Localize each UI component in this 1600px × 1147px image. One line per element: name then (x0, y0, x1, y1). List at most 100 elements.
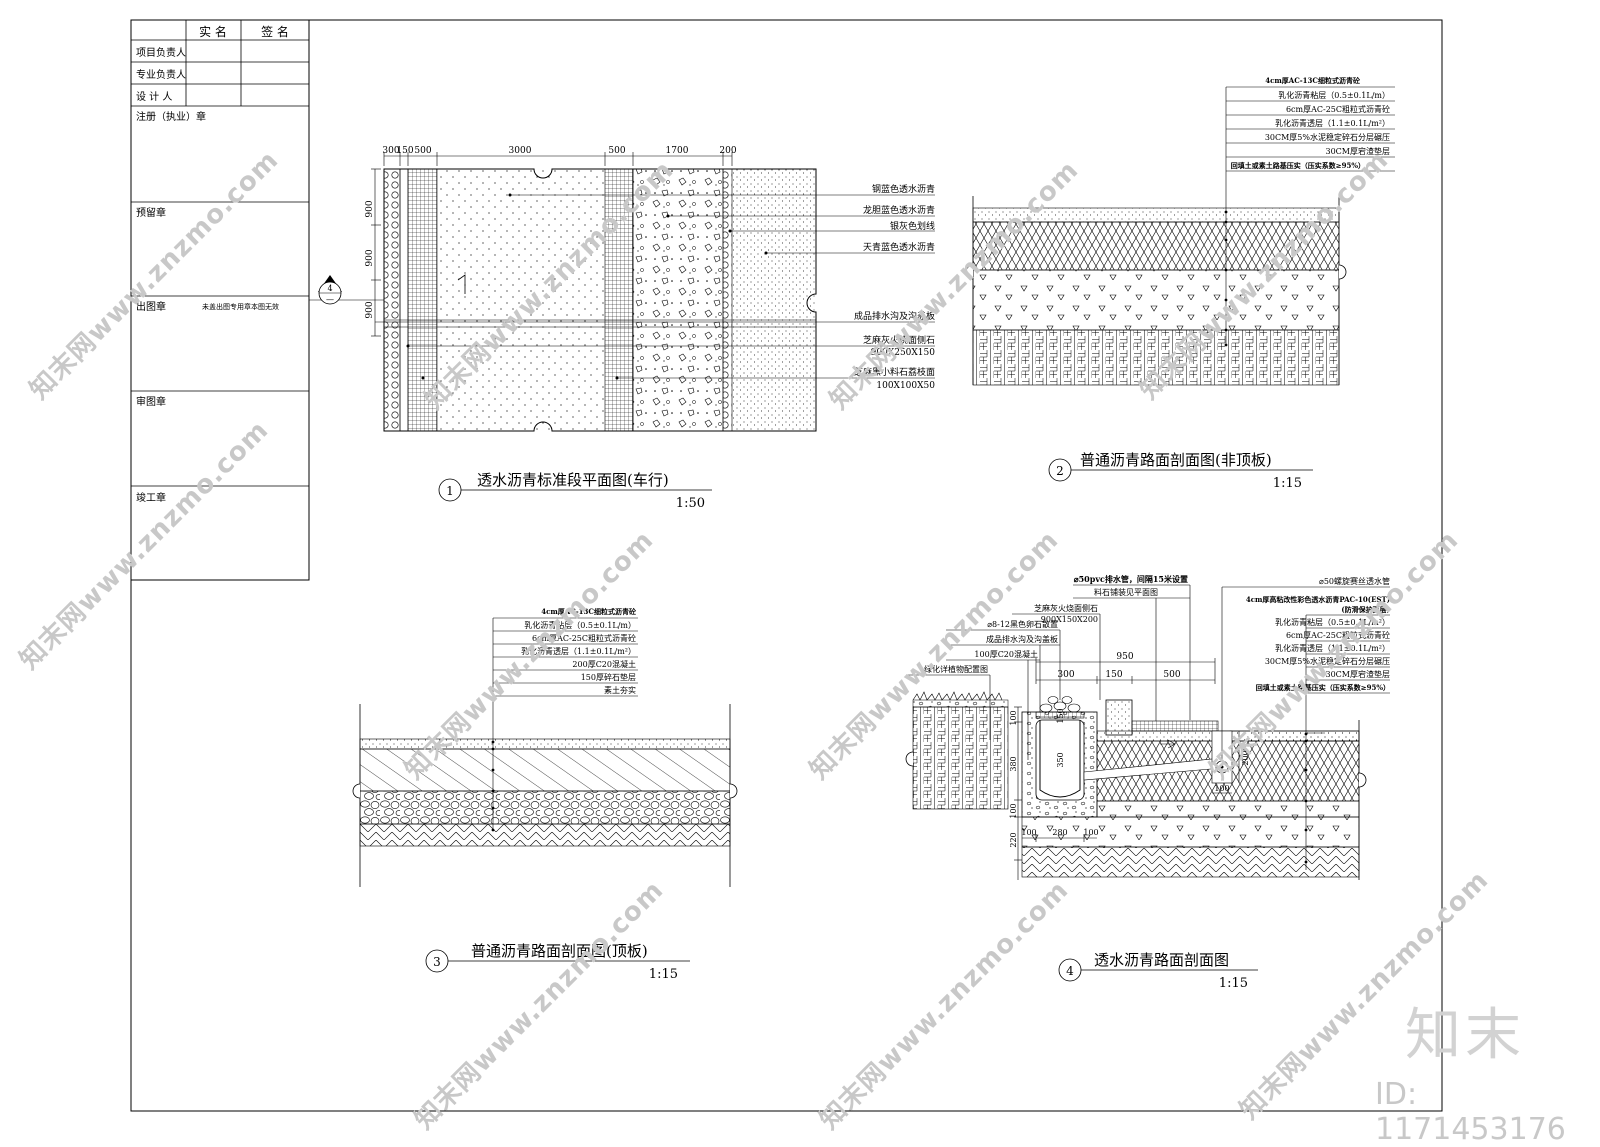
plan-callout-stone: 芝麻黑小料石荔枝面 (854, 366, 935, 378)
sec4-rlabel-ac25: 6cm厚AC-25C粗粒式沥青砼 (1286, 630, 1390, 640)
sec4-rlabel-pac: 4cm厚高粘改性彩色透水沥青PAC-10(EST) (1246, 595, 1390, 604)
plan-dim-1700: 1700 (666, 146, 689, 156)
title-block: 实 名 签 名 项目负责人 专业负责人 设 计 人 注册（执业）章 预留章 出图… (130, 19, 310, 581)
stamp-reserved-label: 预留章 (136, 206, 166, 219)
plan-callout-silver-line: 银灰色划线 (890, 220, 935, 232)
sec2-title: 普通沥青路面剖面图(非顶板) (1080, 451, 1272, 469)
sec4-scale: 1:15 (1219, 976, 1248, 991)
sec2-label-5: 30CM厚5%水泥稳定碎石分层碾压 (1265, 132, 1390, 142)
drain-channel-u-shape (1039, 720, 1081, 798)
plan-side-dim-3: 900 (365, 301, 375, 318)
sec4-dim-pipe-100: 100 (1214, 784, 1229, 793)
watermark-logo: 知末 (1405, 1003, 1525, 1068)
plan-side-dim-1: 900 (365, 200, 375, 217)
section-4: 950 300 150 500 100 380 100 220 150 350 … (905, 574, 1391, 991)
plan-callout-curb: 芝麻灰火烧面侧石 (863, 334, 935, 346)
sec2-label-4: 乳化沥青透层（1.1±0.1L/m²） (1275, 118, 1390, 128)
plan-dim-3000: 3000 (509, 146, 532, 156)
sec2-label-3: 6cm厚AC-25C粗粒式沥青砼 (1286, 104, 1390, 114)
stamp-complete-label: 竣工章 (136, 491, 166, 504)
sec4-label-curb: 芝麻灰火烧面侧石 (1034, 603, 1098, 613)
sec4-dim-bottom-100-a: 100 (1021, 828, 1036, 837)
sec2-number: 2 (1056, 464, 1064, 478)
plan-fine-dots (732, 169, 816, 431)
plan-scale: 1:50 (676, 496, 705, 511)
title-block-row-discipline-lead: 专业负责人 (136, 68, 186, 81)
title-block-row-project-lead: 项目负责人 (136, 46, 186, 59)
sec3-number: 3 (433, 955, 441, 969)
sec4-dim-300: 300 (1057, 670, 1074, 680)
sec4-dim-bottom-280: 280 (1052, 828, 1067, 837)
plan-view: 300 150 500 3000 500 1700 200 900 900 90… (309, 146, 935, 511)
plan-callout-steel-blue: 钢蓝色透水沥青 (872, 183, 935, 195)
sec4-dim-950: 950 (1116, 652, 1133, 662)
sec4-dim-left-100-a: 100 (1009, 710, 1018, 725)
sec4-dim-left-100-b: 100 (1009, 803, 1018, 818)
sec2-label-6: 30CM厚宕渣垫层 (1326, 146, 1391, 156)
sec3-title: 普通沥青路面剖面图(顶板) (471, 942, 648, 960)
sec4-rlabel-prime: 乳化沥青透层（1.1±0.1L/m²） (1275, 643, 1390, 653)
sec4-rlabel-perm-pipe: ⌀50螺旋赛丝透水管 (1319, 576, 1390, 586)
plan-grid-band-right (604, 168, 634, 432)
sec4-title: 透水沥青路面剖面图 (1094, 951, 1229, 969)
sec3-label-1: 4cm厚AC-13C细粒式沥青砼 (541, 607, 637, 616)
sec4-rlabel-base: 30CM厚5%水泥稳定碎石分层碾压 (1265, 656, 1390, 666)
sec4-label-concrete: 100厚C20混凝土 (974, 649, 1038, 659)
sec4-dim-inner-350: 350 (1056, 752, 1065, 767)
sec3-label-2: 乳化沥青粘层（0.5±0.1L/m） (524, 620, 636, 630)
plan-callout-gentian-blue: 龙胆蓝色透水沥青 (863, 204, 935, 216)
stamp-issue-label: 出图章 (136, 300, 166, 313)
section-2: 4cm厚AC-13C细粒式沥青砼 乳化沥青粘层（0.5±0.1L/m） 6cm厚… (965, 76, 1395, 491)
sec4-rlabel-subbase: 30CM厚宕渣垫层 (1326, 669, 1391, 679)
plan-edge-circles-band (383, 168, 401, 432)
sec4-label-curb-size: 900X150X200 (1041, 615, 1098, 624)
plan-dim-300: 300 (382, 146, 399, 156)
plan-grid-band-left (407, 168, 438, 432)
plan-circles-band-right (722, 168, 733, 432)
sec4-dim-500: 500 (1163, 670, 1180, 680)
sec4-label-pebbles: ⌀8-12黑色卵石散置 (987, 619, 1058, 629)
sec4-dim-inner-150: 150 (1056, 708, 1065, 723)
sec4-dim-left-220: 220 (1009, 832, 1018, 847)
title-block-col-name: 实 名 (199, 24, 227, 39)
sec4-rlabel-tack: 乳化沥青粘层（0.5±0.1L/m²） (1275, 617, 1390, 627)
sec4-dim-bottom-100-b: 100 (1083, 828, 1098, 837)
plan-dim-500-left: 500 (414, 146, 431, 156)
stamp-review-label: 审图章 (136, 395, 166, 408)
sec3-label-5: 200厚C20混凝土 (572, 659, 636, 669)
plan-number: 1 (446, 484, 454, 498)
sec3-label-7: 素土夯实 (604, 685, 636, 695)
sec3-label-3: 6cm厚AC-25C粗粒式沥青砼 (532, 633, 636, 643)
plan-dots-main (437, 169, 605, 431)
sec4-dim-left-380: 380 (1009, 756, 1018, 771)
sec4-number: 4 (1066, 964, 1074, 978)
section-mark-sub: — (326, 295, 334, 304)
plan-callout-drain: 成品排水沟及沟盖板 (854, 310, 935, 322)
sec2-label-1: 4cm厚AC-13C细粒式沥青砼 (1265, 76, 1361, 85)
plan-gravel-band (632, 168, 724, 432)
plan-dim-150: 150 (396, 146, 413, 156)
sec4-rlabel-subgrade: 回填土或素土路基压实（压实系数≥95%） (1256, 683, 1390, 692)
sec4-label-planting: 绿化详植物配置图 (924, 664, 988, 674)
sec4-dim-pipe-200: 200 (1241, 750, 1250, 765)
plan-dim-500-right: 500 (608, 146, 625, 156)
sec3-label-4: 乳化沥青透层（1.1±0.1L/m²） (521, 646, 636, 656)
stamp-issue-note: 未盖出图专用章本图无效 (202, 302, 279, 311)
plan-dim-200: 200 (719, 146, 736, 156)
plan-callout-stone-size: 100X100X50 (876, 381, 935, 391)
section-mark-number: 4 (327, 284, 332, 293)
sec2-label-7: 回填土或素土路基压实（压实系数≥95%） (1231, 161, 1365, 170)
sec2-label-2: 乳化沥青粘层（0.5±0.1L/m） (1278, 90, 1390, 100)
title-block-col-sign: 签 名 (261, 24, 289, 39)
title-block-row-designer: 设 计 人 (136, 90, 172, 103)
sec3-label-6: 150厚碎石垫层 (581, 672, 636, 682)
sec4-dim-150: 150 (1105, 670, 1122, 680)
sec4-label-pvc-pipe: ⌀50pvc排水管，间隔15米设置 (1074, 574, 1188, 584)
plan-title: 透水沥青标准段平面图(车行) (477, 471, 669, 489)
sec4-rlabel-pac-sub: (防滑保护面层) (1341, 605, 1390, 614)
sec2-scale: 1:15 (1273, 476, 1302, 491)
sec4-label-paving: 料石铺装见平面图 (1094, 587, 1158, 597)
stamp-register-label: 注册（执业）章 (136, 110, 206, 123)
plan-side-dim-2: 900 (365, 249, 375, 266)
